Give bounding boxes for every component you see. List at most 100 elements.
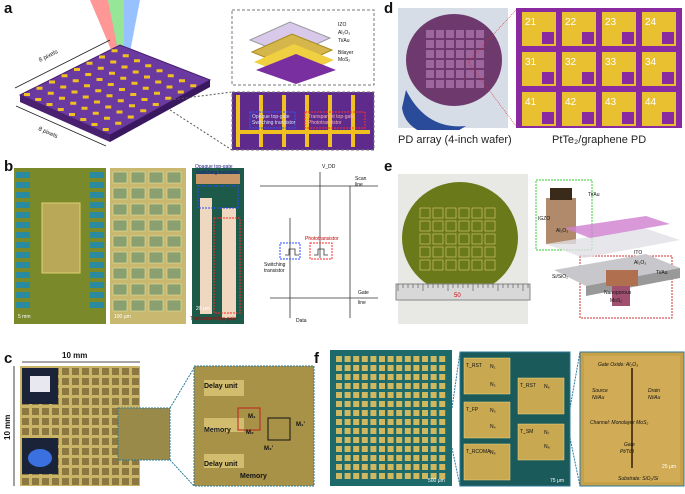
chip-cell xyxy=(404,437,411,443)
pixel-pad xyxy=(109,71,115,75)
pixel-cell xyxy=(112,251,128,264)
chip-cell xyxy=(52,478,59,485)
chip-cell xyxy=(396,356,403,362)
height-label: 10 mm xyxy=(3,415,12,440)
wafer-pad xyxy=(432,220,444,232)
pixel-pad xyxy=(99,55,105,59)
scale-20um: 20 μm xyxy=(196,306,210,312)
chip-array xyxy=(336,356,446,479)
chip-pad xyxy=(90,262,104,268)
pd-cell-label: 34 xyxy=(645,57,657,68)
chip-cell xyxy=(430,428,437,434)
chip-cell xyxy=(336,356,342,362)
scale-75um: 75 μm xyxy=(550,478,564,484)
chip-cell xyxy=(32,428,39,435)
wafer-pad xyxy=(471,233,483,245)
chip-cell xyxy=(112,438,119,445)
chip-pad xyxy=(16,232,30,238)
wafer-die xyxy=(476,80,484,88)
chip-cell xyxy=(396,437,403,443)
chip-cell xyxy=(413,419,420,425)
wafer-die xyxy=(466,60,474,68)
wafer-pad xyxy=(432,259,444,271)
wafer-die xyxy=(446,80,454,88)
pd-cell-label: 24 xyxy=(645,17,657,28)
chip-cell xyxy=(336,383,342,389)
pixel-cell xyxy=(112,267,128,280)
wafer-die xyxy=(456,70,464,78)
chip-cell xyxy=(387,437,394,443)
pixel-pad xyxy=(132,70,139,74)
chip-cell xyxy=(430,410,437,416)
chip-cell xyxy=(72,438,79,445)
chip-cell xyxy=(42,408,49,415)
chip-cell xyxy=(396,446,403,452)
chip-cell xyxy=(370,437,377,443)
pixel-cell xyxy=(112,299,128,312)
pixel-pad xyxy=(71,90,78,94)
chip-cell xyxy=(22,408,29,415)
source-label: Source xyxy=(592,388,608,394)
chip-cell xyxy=(344,428,351,434)
chip-cell xyxy=(353,401,360,407)
node-label: N₈ xyxy=(544,444,550,450)
pixel-pad xyxy=(141,98,148,101)
chip-cell xyxy=(439,356,446,362)
m1p-label: M₁' xyxy=(296,422,305,428)
chip-cell xyxy=(361,419,368,425)
node-label: N₁ xyxy=(490,364,496,370)
chip-cell xyxy=(379,428,385,434)
pixel-pad xyxy=(82,95,89,99)
chip-cell xyxy=(92,368,99,375)
chip-pad xyxy=(90,232,104,238)
pd-cell-label: 33 xyxy=(605,57,617,68)
wafer-die xyxy=(466,30,474,38)
chip-cell xyxy=(430,464,437,470)
wafer-die xyxy=(476,60,484,68)
pixel-cell xyxy=(166,299,182,312)
channel-label: Channel: Monolayer MoS₂ xyxy=(590,420,648,426)
chip-cell xyxy=(353,473,360,479)
wafer-die xyxy=(436,50,444,58)
chip-cell xyxy=(413,437,420,443)
pixel-pad xyxy=(81,106,88,110)
pd-window xyxy=(582,32,594,44)
wafer-die xyxy=(446,40,454,48)
chip-cell xyxy=(387,419,394,425)
pixel-cell xyxy=(148,171,164,184)
pixel-pad xyxy=(165,96,172,100)
chip-cell xyxy=(430,365,437,371)
chip-cell xyxy=(102,388,109,395)
chip-cell xyxy=(353,428,360,434)
chip-cell xyxy=(439,428,446,434)
chip-cell xyxy=(92,448,99,455)
chip-cell xyxy=(82,418,89,425)
wafer-pad xyxy=(432,246,444,258)
wafer-pad xyxy=(419,233,431,245)
chip-cell xyxy=(361,437,368,443)
zoom-right-label: Transparent top-gate xyxy=(308,114,355,120)
chip-cell xyxy=(32,418,39,425)
pixel-cell xyxy=(130,187,146,200)
chip-cell xyxy=(379,455,385,461)
chip-cell xyxy=(430,455,437,461)
panel-a-label: a xyxy=(4,0,13,17)
chip-cell xyxy=(396,383,403,389)
pixel-cell xyxy=(166,235,182,248)
pd-cell-label: 31 xyxy=(525,57,537,68)
pixel-pad xyxy=(119,88,125,91)
wafer-die xyxy=(436,30,444,38)
chip-cell xyxy=(387,401,394,407)
chip-cell xyxy=(422,374,428,380)
chip-cell xyxy=(353,392,360,398)
chip-cell xyxy=(379,437,385,443)
chip-pad xyxy=(90,222,104,228)
pd-window xyxy=(582,112,594,124)
chip-cell xyxy=(22,418,29,425)
chip-cell xyxy=(404,428,411,434)
wafer-die xyxy=(456,60,464,68)
chip-cell xyxy=(404,464,411,470)
